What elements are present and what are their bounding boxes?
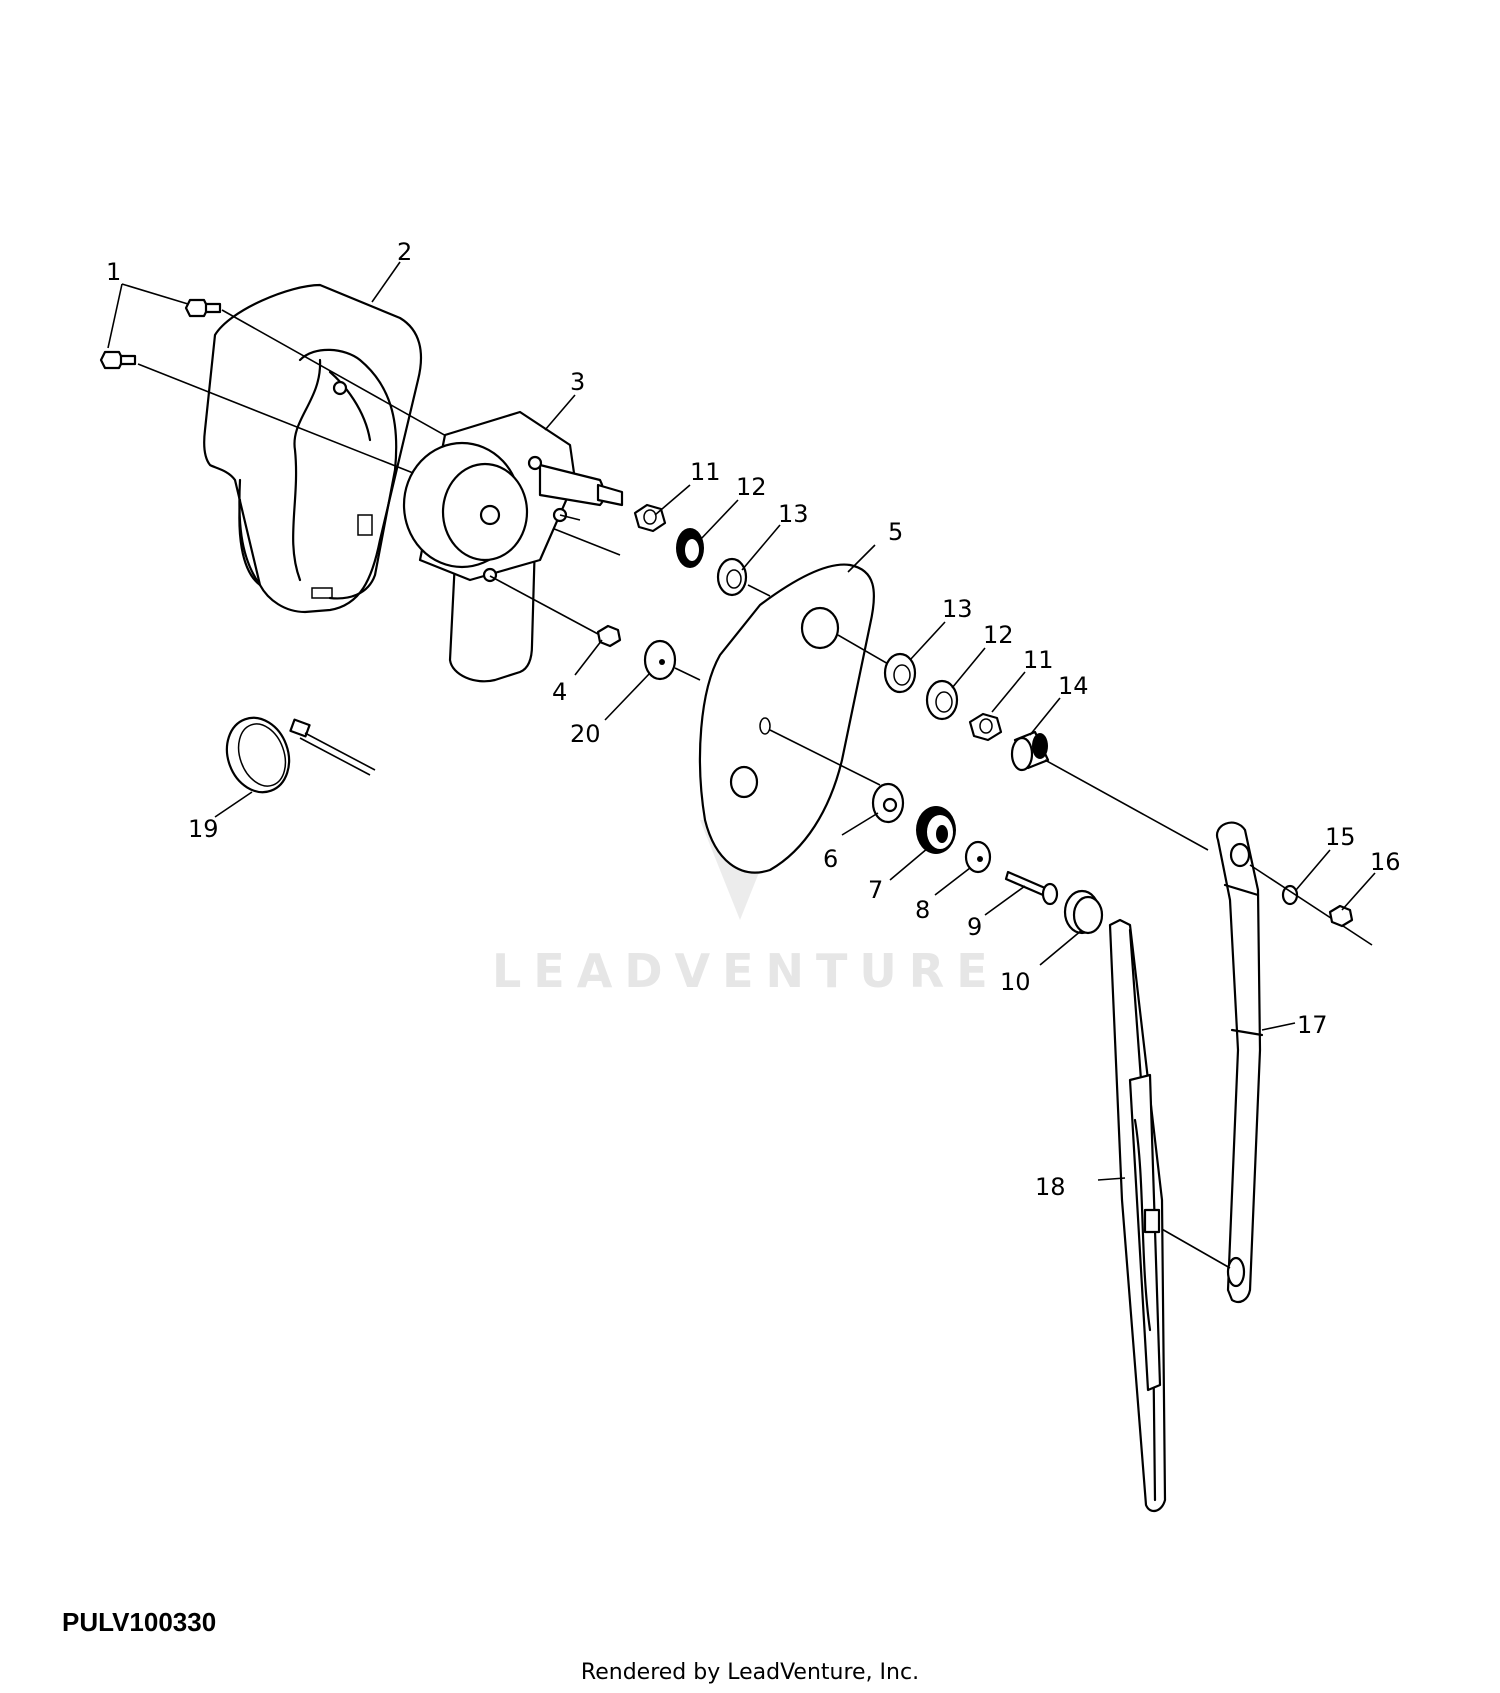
part-16-nut bbox=[1328, 904, 1354, 928]
part-18-wiper-blade bbox=[1108, 918, 1167, 1513]
part-11-nut-left bbox=[633, 503, 667, 533]
callout-7: 7 bbox=[868, 876, 883, 904]
callout-1: 1 bbox=[106, 258, 121, 286]
part-11-nut-right bbox=[968, 712, 1003, 742]
part-9-pin bbox=[1004, 870, 1059, 906]
callout-18: 18 bbox=[1035, 1173, 1066, 1201]
callouts: 1 2 3 4 5 6 7 8 9 10 11 12 13 13 12 11 1… bbox=[106, 238, 1401, 1201]
callout-12-left: 12 bbox=[736, 473, 767, 501]
callout-10: 10 bbox=[1000, 968, 1031, 996]
callout-6: 6 bbox=[823, 845, 838, 873]
part-3-motor bbox=[402, 410, 624, 683]
callout-11-right: 11 bbox=[1023, 646, 1054, 674]
part-19-cable-tie bbox=[225, 716, 376, 794]
callout-3: 3 bbox=[570, 368, 585, 396]
callout-16: 16 bbox=[1370, 848, 1401, 876]
part-1-bolts bbox=[99, 283, 222, 370]
callout-4: 4 bbox=[552, 678, 567, 706]
part-4-nut bbox=[489, 575, 622, 648]
part-12-seal-left bbox=[676, 528, 704, 568]
callout-8: 8 bbox=[915, 896, 930, 924]
callout-11-left: 11 bbox=[690, 458, 721, 486]
part-8-washer bbox=[964, 840, 992, 874]
part-6-lock-washer bbox=[871, 782, 905, 824]
footer-credit: Rendered by LeadVenture, Inc. bbox=[580, 1660, 920, 1685]
leader-lines bbox=[214, 261, 1376, 1181]
callout-14: 14 bbox=[1058, 672, 1089, 700]
part-17-wiper-arm bbox=[1159, 821, 1264, 1304]
watermark-text: LEADVENTURE bbox=[492, 944, 1000, 998]
callout-15: 15 bbox=[1325, 823, 1356, 851]
part-7-grommet bbox=[916, 806, 956, 854]
diagram-code: PULV100330 bbox=[62, 1607, 217, 1637]
part-20-washer bbox=[643, 639, 701, 681]
part-14-bushing bbox=[1010, 730, 1209, 851]
part-13-washer-left bbox=[716, 557, 771, 597]
callout-13-right: 13 bbox=[942, 595, 973, 623]
callout-9: 9 bbox=[967, 913, 982, 941]
part-10-cap bbox=[1063, 889, 1104, 935]
part-13-washer-right bbox=[883, 652, 917, 694]
part-15-washer bbox=[1249, 864, 1373, 946]
callout-20: 20 bbox=[570, 720, 601, 748]
callout-13-left: 13 bbox=[778, 500, 809, 528]
callout-17: 17 bbox=[1297, 1011, 1328, 1039]
callout-2: 2 bbox=[397, 238, 412, 266]
callout-12-right: 12 bbox=[983, 621, 1014, 649]
callout-19: 19 bbox=[188, 815, 219, 843]
part-5-bracket bbox=[698, 563, 891, 874]
callout-5: 5 bbox=[888, 518, 903, 546]
part-12-seal-right bbox=[925, 679, 959, 721]
